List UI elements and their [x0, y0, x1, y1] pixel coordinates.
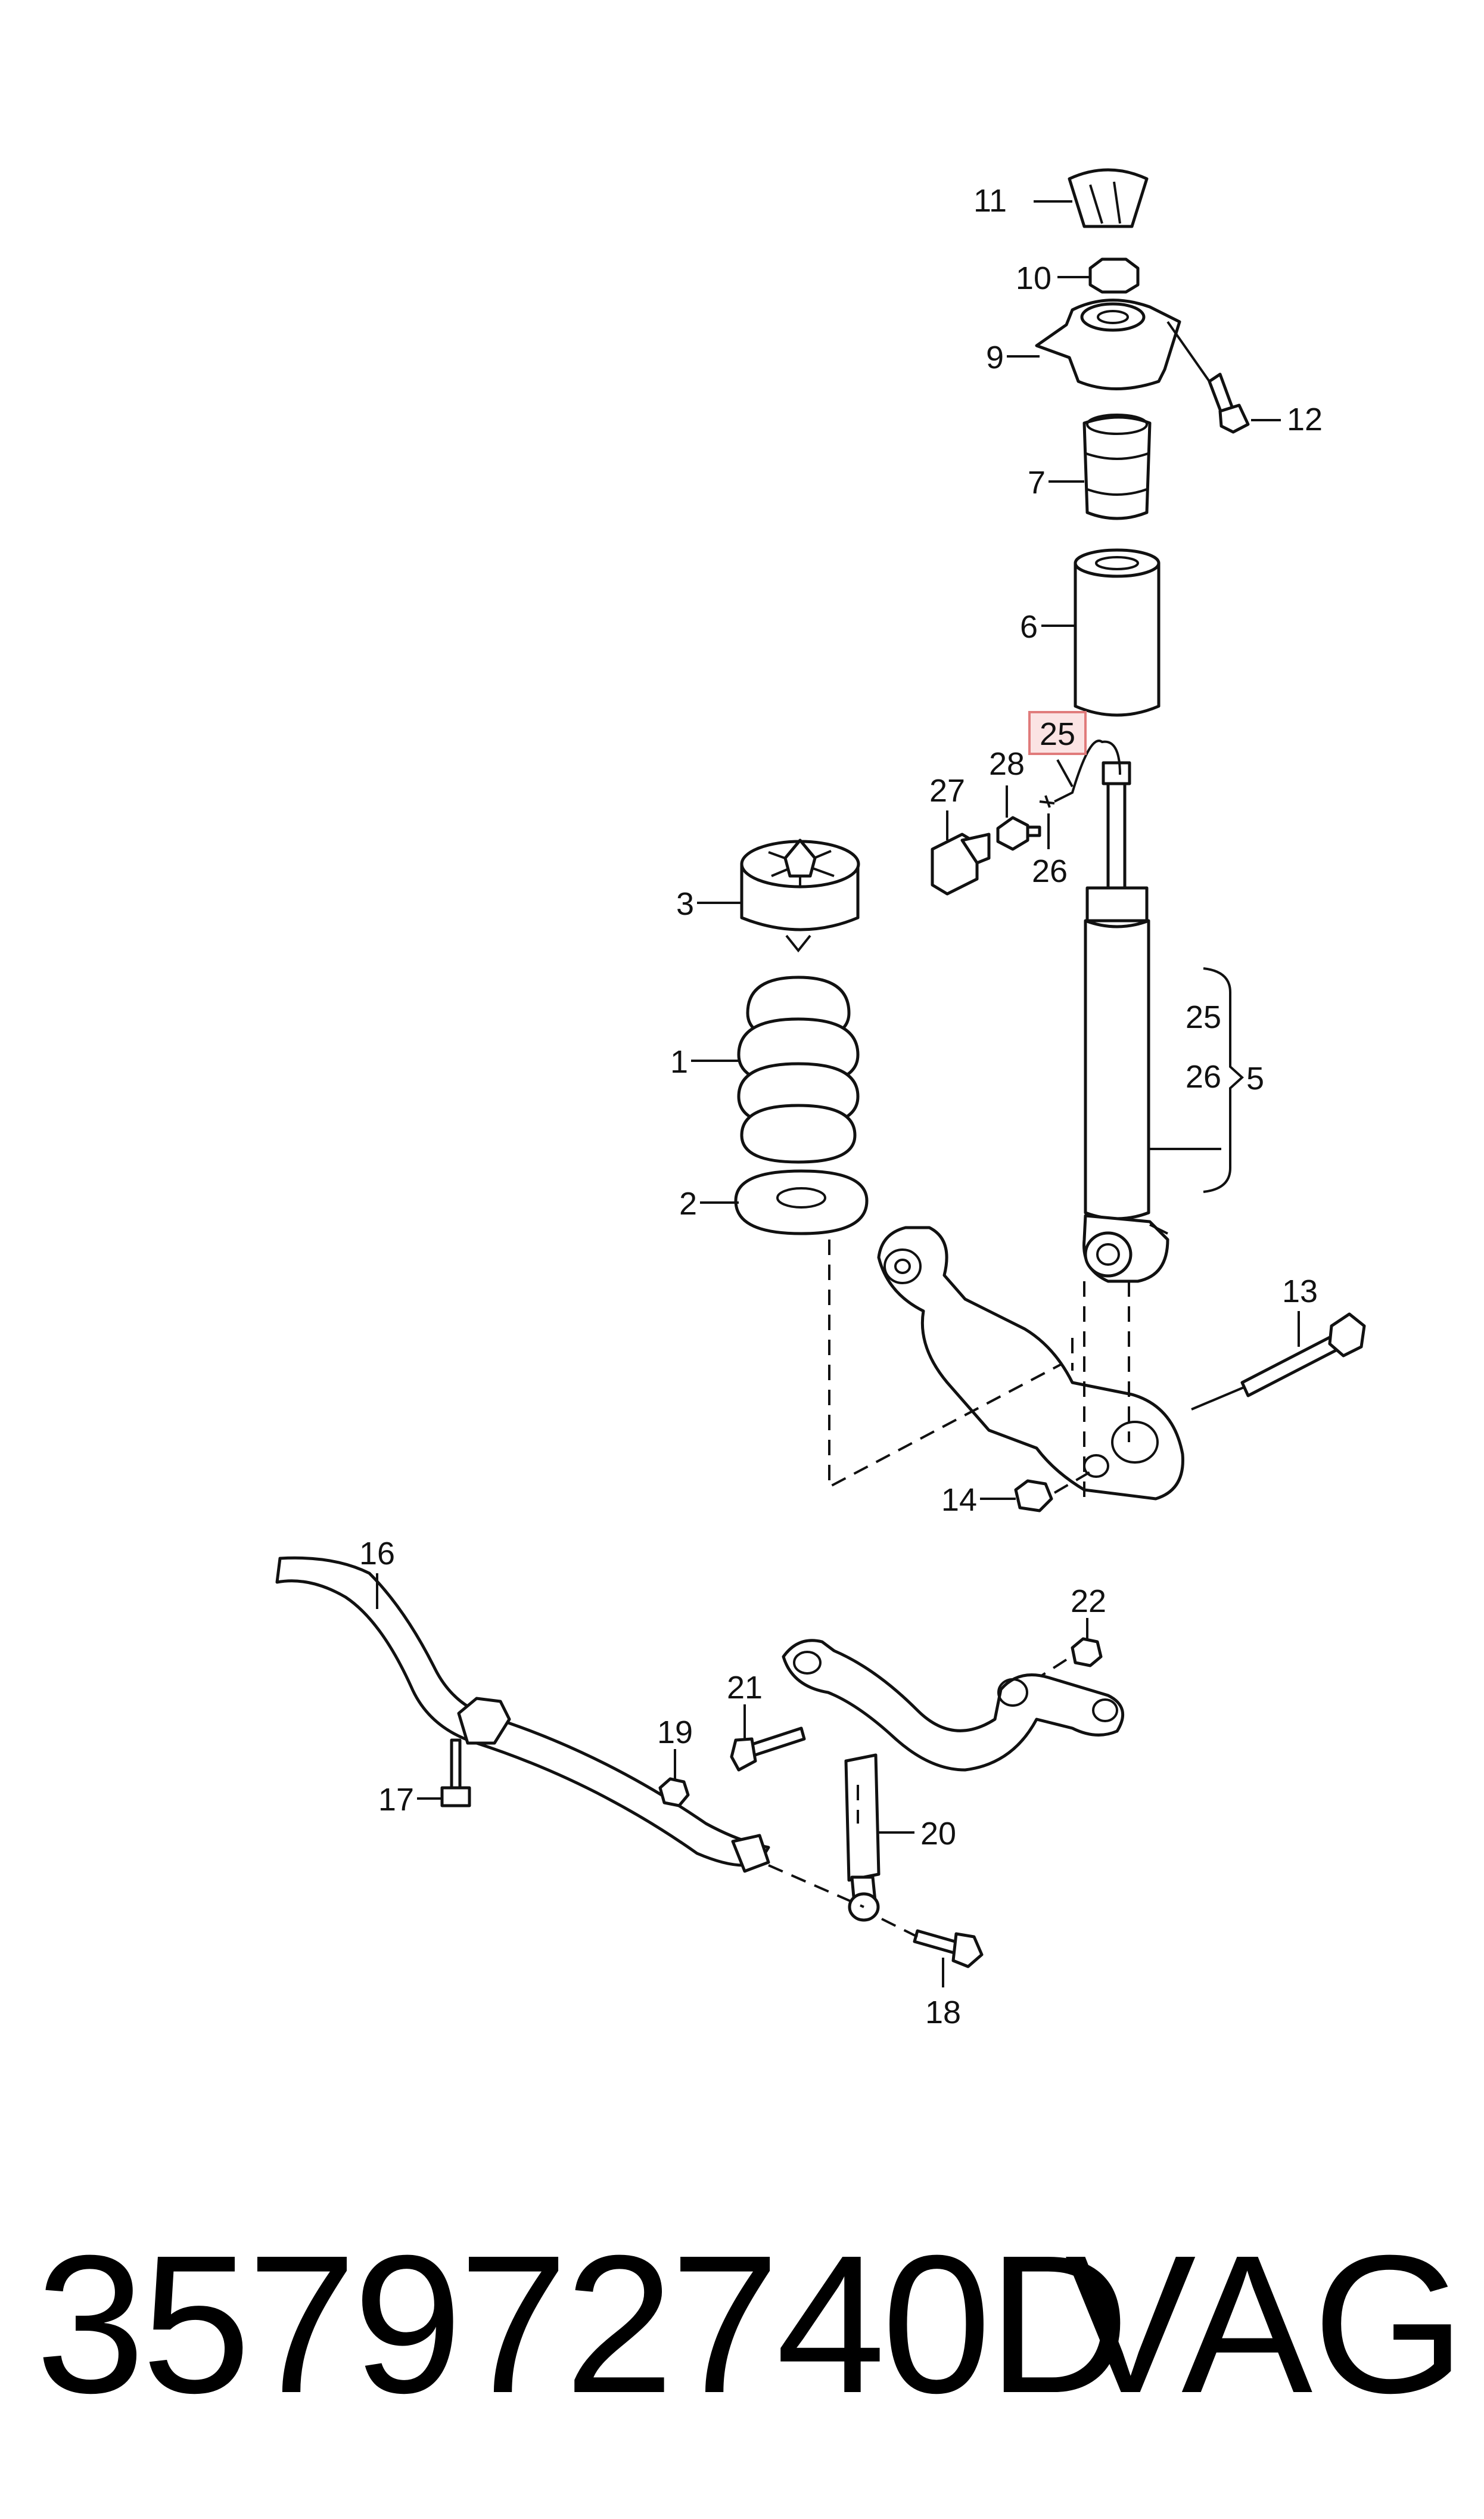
- callout-1: 1: [670, 1044, 688, 1080]
- stabilizer-bar-16: [275, 1556, 770, 1873]
- callout-6: 6: [1020, 609, 1038, 645]
- callout-18: 18: [925, 1995, 961, 2030]
- coupling-rod-20: [844, 1753, 914, 1922]
- part-number: 357972740D: [36, 2214, 1130, 2434]
- bracket-group-label: 5: [1246, 1061, 1264, 1097]
- callout-13: 13: [1282, 1274, 1318, 1309]
- callout-9: 9: [986, 340, 1004, 375]
- bolt-17: [417, 1738, 471, 1807]
- callout-2: 2: [679, 1186, 697, 1222]
- highlight-box-25: [1028, 711, 1087, 755]
- bolt-18: [768, 1864, 984, 1987]
- bolt-12: [1166, 321, 1281, 434]
- callout-7: 7: [1028, 465, 1046, 501]
- bracket-item-26: 26: [1186, 1059, 1221, 1095]
- callout-25-highlighted: 25: [1040, 716, 1075, 752]
- callout-12: 12: [1287, 402, 1323, 437]
- adapter-28: [996, 785, 1041, 851]
- callout-10: 10: [1016, 260, 1051, 296]
- callout-19: 19: [657, 1714, 693, 1750]
- trailing-arm: [877, 1226, 1184, 1501]
- brand-name: VAG: [1065, 2214, 1466, 2434]
- callout-11: 11: [973, 183, 1007, 219]
- callout-3: 3: [676, 886, 694, 922]
- callout-27: 27: [929, 773, 965, 809]
- callout-20: 20: [920, 1816, 956, 1852]
- strut-mount-9: [1007, 299, 1181, 390]
- bracket-group-5: [1149, 967, 1244, 1193]
- callout-22: 22: [1071, 1583, 1106, 1619]
- callout-16: 16: [359, 1536, 395, 1571]
- callout-17: 17: [378, 1782, 414, 1818]
- bolt-13: [1191, 1311, 1366, 1411]
- callout-21: 21: [727, 1670, 763, 1706]
- connector-27: [931, 810, 991, 896]
- bump-stop-7: [1049, 414, 1152, 520]
- bracket-item-25: 25: [1186, 999, 1221, 1035]
- callout-labels: 11 10 9 12 7 6 28 27 26 3 1 2 13 14 16 1…: [359, 183, 1323, 2030]
- upper-spring-seat-3: [697, 838, 860, 953]
- nut-10: [1057, 257, 1140, 294]
- nut-14: [980, 1471, 1091, 1512]
- assembly-lines: [828, 1240, 1130, 1502]
- protective-cap-11: [1034, 168, 1149, 228]
- callout-28: 28: [989, 746, 1025, 782]
- callout-14: 14: [941, 1482, 977, 1518]
- coil-spring-1: [691, 976, 860, 1164]
- bolt-21: [730, 1704, 806, 1772]
- lower-spring-seat-2: [700, 1169, 869, 1235]
- protective-tube-6: [1041, 548, 1161, 717]
- shock-absorber-5: [1082, 761, 1169, 1283]
- footer: 357972740D VAG: [24, 2217, 1466, 2431]
- callout-26: 26: [1032, 853, 1068, 889]
- transverse-link: [782, 1639, 1125, 1772]
- wire-25: [1039, 740, 1121, 808]
- nut-19: [658, 1749, 690, 1807]
- nut-22: [1023, 1618, 1103, 1688]
